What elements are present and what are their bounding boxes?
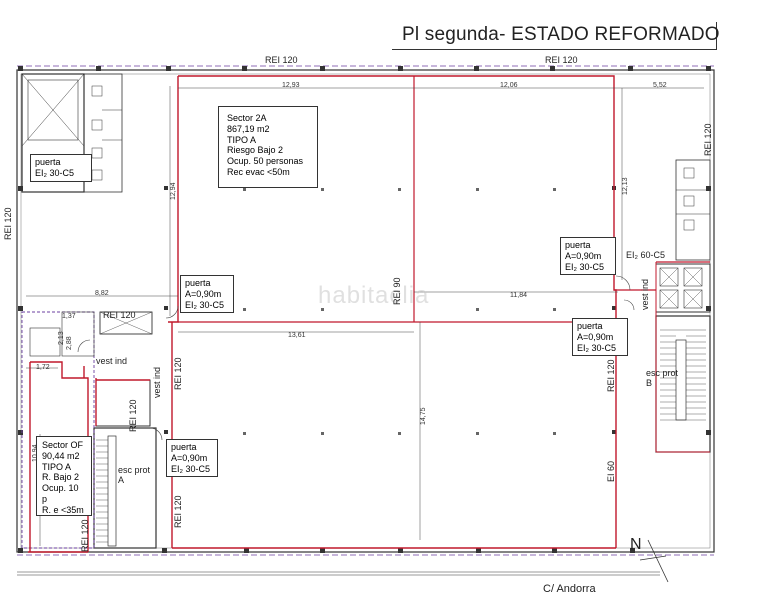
rei-label-top-right: REI 120 bbox=[545, 55, 578, 65]
north-arrow bbox=[639, 539, 669, 583]
door-left-rating: EI₂ 30-C5 bbox=[185, 299, 225, 310]
stair-a bbox=[21, 311, 157, 549]
door-bottom-title: puerta bbox=[171, 442, 197, 452]
plan-title: Pl segunda- ESTADO REFORMADO bbox=[402, 24, 720, 45]
room-esc-prot-b: esc prot B bbox=[646, 368, 678, 389]
rei-label-stair-a-corridor: REI 120 bbox=[173, 357, 183, 390]
title-box: Pl segunda- ESTADO REFORMADO bbox=[392, 22, 720, 50]
sector-2a-occupancy: Ocup. 50 personas bbox=[227, 156, 304, 167]
dimension-12-13: 12,13 bbox=[622, 177, 629, 195]
dimension-14-75: 14,75 bbox=[420, 407, 427, 425]
room-esc-prot-a: esc prot A bbox=[118, 465, 150, 486]
toilet-core bbox=[675, 159, 711, 261]
rei-label-stair-b: REI 120 bbox=[606, 359, 616, 392]
door-right-top-title: puerta bbox=[565, 240, 591, 250]
rei-label-stair-a-core: REI 120 bbox=[128, 399, 138, 432]
door-right-mid-rating: EI₂ 30-C5 bbox=[577, 342, 617, 353]
pillar-dots bbox=[243, 188, 556, 435]
sector-of-evac: R. e <35m bbox=[42, 504, 84, 515]
room-vest-ind-left: vest ind bbox=[96, 356, 128, 366]
rei-label-central: REI 90 bbox=[392, 277, 402, 305]
street-label: C/ Andorra bbox=[543, 583, 596, 595]
sector-of-box: Sector OF 90,44 m2 TIPO A R. Bajo 2 Ocup… bbox=[36, 436, 92, 516]
door-lift-title: puerta bbox=[35, 157, 61, 167]
door-right-top-rating: EI₂ 30-C5 bbox=[565, 261, 605, 272]
esc-prot-a-letter: A bbox=[118, 475, 125, 486]
rei-label-stair-a-left-bottom: REI 120 bbox=[80, 519, 90, 552]
outer-wall bbox=[16, 69, 715, 553]
sector-of-name: Sector OF bbox=[42, 440, 84, 450]
dimension-12-94: 12,94 bbox=[170, 182, 177, 200]
sector-2a-area: 867,19 m2 bbox=[227, 123, 270, 134]
door-bottom-rating: EI₂ 30-C5 bbox=[171, 463, 211, 474]
rei-label-stair-a-top: REI 120 bbox=[103, 310, 136, 320]
sector-2a-risk: Riesgo Bajo 2 bbox=[227, 145, 284, 156]
sector-of-risk: R. Bajo 2 bbox=[42, 472, 80, 483]
sector-2a-box: Sector 2A 867,19 m2 TIPO A Riesgo Bajo 2… bbox=[218, 106, 318, 188]
esc-prot-b-letter: B bbox=[646, 378, 653, 389]
door-right-mid-box: puerta A=0,90m EI₂ 30-C5 bbox=[572, 318, 628, 356]
door-right-mid-width: A=0,90m bbox=[577, 331, 614, 342]
lift-core bbox=[21, 73, 123, 193]
dimension-12-06: 12,06 bbox=[500, 82, 518, 89]
door-left-width: A=0,90m bbox=[185, 288, 222, 299]
door-right-top-width: A=0,90m bbox=[565, 250, 602, 261]
lift-right bbox=[655, 263, 711, 313]
sector-2a-evac: Rec evac <50m bbox=[227, 166, 290, 177]
ei60-label: EI 60 bbox=[606, 460, 616, 482]
dimension-2-13: 2,13 bbox=[58, 331, 65, 345]
room-vest-ind-mid: vest ind bbox=[152, 366, 162, 398]
rei-label-left: REI 120 bbox=[3, 207, 13, 240]
door-bottom-box: puerta A=0,90m EI₂ 30-C5 bbox=[166, 439, 218, 477]
dimension-1-72: 1,72 bbox=[36, 364, 50, 371]
watermark: habitaclia bbox=[318, 282, 430, 309]
dimension-13-61: 13,61 bbox=[288, 332, 306, 339]
door-swings bbox=[77, 275, 635, 441]
door-lift-box: puerta EI₂ 30-C5 bbox=[30, 154, 92, 182]
esc-prot-b-label: esc prot bbox=[646, 368, 679, 378]
rei-label-top-left: REI 120 bbox=[265, 55, 298, 65]
dimension-5-52: 5,52 bbox=[653, 82, 667, 89]
door-left-box: puerta A=0,90m EI₂ 30-C5 bbox=[180, 275, 234, 313]
sector-of-type: TIPO A bbox=[42, 461, 72, 472]
door-left-title: puerta bbox=[185, 278, 211, 288]
rei-label-stair-a-bottom: REI 120 bbox=[173, 495, 183, 528]
door-right-top-box: puerta A=0,90m EI₂ 30-C5 bbox=[560, 237, 616, 275]
column-markers bbox=[18, 66, 711, 553]
room-vest-ind-right: vest ind bbox=[640, 278, 650, 310]
dimension-1-37: 1,37 bbox=[62, 313, 76, 320]
dimension-11-84: 11,84 bbox=[510, 292, 527, 299]
dimension-12-93: 12,93 bbox=[282, 82, 300, 89]
ei2-60-label: EI₂ 60-C5 bbox=[626, 250, 666, 260]
door-lift-rating: EI₂ 30-C5 bbox=[35, 167, 75, 178]
door-right-mid-title: puerta bbox=[577, 321, 603, 331]
sector-2a-type: TIPO A bbox=[227, 134, 257, 145]
sector-of-occupancy: Ocup. 10 p bbox=[42, 483, 79, 504]
sector-2a-name: Sector 2A bbox=[227, 113, 267, 123]
dimension-8-82: 8,82 bbox=[95, 290, 109, 297]
esc-prot-a-label: esc prot bbox=[118, 465, 151, 475]
rei-label-right-top: REI 120 bbox=[703, 123, 713, 156]
dimension-2-88: 2,88 bbox=[66, 336, 73, 350]
sector-of-area: 90,44 m2 bbox=[42, 450, 80, 461]
north-label: N bbox=[630, 536, 642, 553]
door-bottom-width: A=0,90m bbox=[171, 452, 208, 463]
